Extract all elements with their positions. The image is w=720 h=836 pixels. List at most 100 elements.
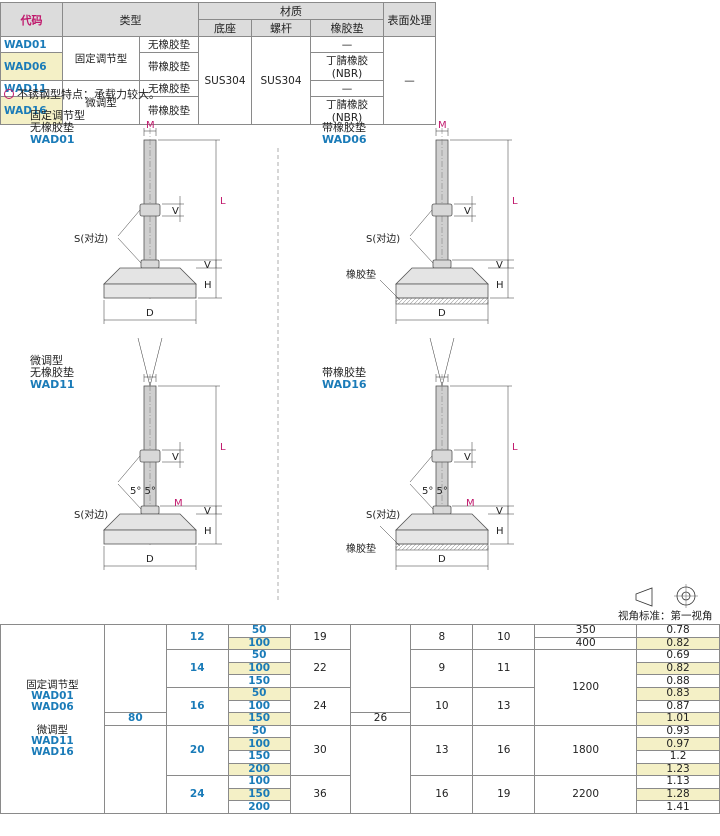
table-row: 150 0.88 [1,674,720,688]
load-cell: 1800 [534,724,638,777]
material-table: 代码 类型 材质 表面处理 底座 螺杆 橡胶垫 WAD01 固定调节型 无橡胶垫… [0,2,436,125]
m-cell: 24 [165,775,229,814]
l-cell: 100 [227,661,291,676]
v-cell: 13 [410,724,474,777]
h-cell-blank [349,724,412,814]
weight-cell: 0.83 [636,686,720,701]
drawing-caption-wad11: 微调型 无橡胶垫 WAD11 [30,354,75,391]
m-cell: 20 [165,724,229,777]
projection-symbol-icon [635,584,698,608]
s-cell: 22 [289,649,351,688]
load-cell: 350 [534,624,638,638]
group-cell: 微调型 [62,80,140,125]
table-row: WAD06 带橡胶垫 丁腈橡胶(NBR) [0,52,436,81]
header-bolt: 螺杆 [251,19,311,37]
v-cell: 10 [410,686,474,726]
pad-type-cell: 无橡胶垫 [139,80,199,97]
pad-cell: — [310,80,384,97]
l-cell: 100 [227,775,291,789]
code-cell: WAD11 [0,80,63,97]
l-cell: 200 [227,762,291,777]
l-cell: 100 [227,636,291,651]
w-cell: 13 [472,686,536,726]
weight-cell: 1.13 [636,775,720,789]
table-row: 150 1.28 [1,787,720,802]
table-row: 200 1.23 [1,762,720,777]
l-cell: 150 [227,787,291,802]
weight-cell: 0.87 [636,699,720,714]
pad-type-cell: 无橡胶垫 [139,36,199,53]
l-cell: 150 [227,712,291,726]
weight-cell: 0.82 [636,661,720,676]
circle-bullet-icon [4,89,14,99]
m-cell: 14 [165,649,229,688]
table-row: WAD16 带橡胶垫 丁腈橡胶(NBR) [0,96,436,125]
l-cell: 200 [227,800,291,814]
header-base: 底座 [198,19,252,37]
group-cell: 固定调节型 [62,36,140,81]
l-cell: 100 [227,699,291,714]
table-row: 100 0.87 [1,699,720,714]
h-cell: 26 [349,712,412,726]
weight-cell: 0.97 [636,737,720,751]
s-cell: 24 [289,686,351,726]
code-cell: WAD01 [0,36,63,53]
pad-cell: 丁腈橡胶(NBR) [310,52,384,81]
header-material: 材质 [198,2,384,20]
d-cell: 80 [103,712,167,726]
weight-cell: 0.69 [636,649,720,663]
w-cell: 16 [472,724,536,777]
w-cell: 19 [472,775,536,814]
table-row: 200 1.41 [1,800,720,814]
header-surface: 表面处理 [383,2,436,37]
pad-type-cell: 带橡胶垫 [139,52,199,81]
weight-cell: 0.93 [636,724,720,739]
header-pad: 橡胶垫 [310,19,384,37]
weight-cell: 1.23 [636,762,720,777]
v-cell: 9 [410,649,474,688]
drawing-caption-wad01: 固定调节型 无橡胶垫 WAD01 [30,109,85,146]
weight-cell: 1.41 [636,800,720,814]
load-cell: 2200 [534,775,638,814]
weight-cell: 0.88 [636,674,720,688]
table-row: 100 0.97 [1,737,720,751]
l-cell: 50 [227,649,291,663]
load-cell: 400 [534,636,638,651]
load-cell: 1200 [534,649,638,726]
pad-type-cell: 带橡胶垫 [139,96,199,125]
table-row: 100 0.82 [1,661,720,676]
s-cell: 30 [289,724,351,777]
weight-cell: 0.82 [636,636,720,651]
m-cell: 16 [165,686,229,726]
header-code: 代码 [0,2,63,37]
weight-cell: 1.28 [636,787,720,802]
table-row: WAD11 微调型 无橡胶垫 — [0,80,436,125]
header-type: 类型 [62,2,199,37]
code-cell: WAD16 [0,96,63,125]
l-cell: 50 [227,624,291,638]
l-cell: 100 [227,737,291,751]
s-cell: 36 [289,775,351,814]
w-cell: 10 [472,623,536,651]
s-cell: 19 [289,623,351,651]
drawing-caption-wad16: 带橡胶垫 WAD16 [322,366,367,391]
h-cell-blank [349,623,412,714]
l-cell: 150 [227,674,291,688]
l-cell: 50 [227,686,291,701]
pad-cell: 丁腈橡胶(NBR) [310,96,384,125]
v-cell: 8 [410,623,474,651]
d-cell-blank [103,724,167,814]
weight-cell: 0.78 [636,624,720,638]
d-cell-blank [103,623,167,714]
l-cell: 50 [227,724,291,739]
pad-cell: — [310,36,384,53]
technical-drawings [103,127,698,608]
